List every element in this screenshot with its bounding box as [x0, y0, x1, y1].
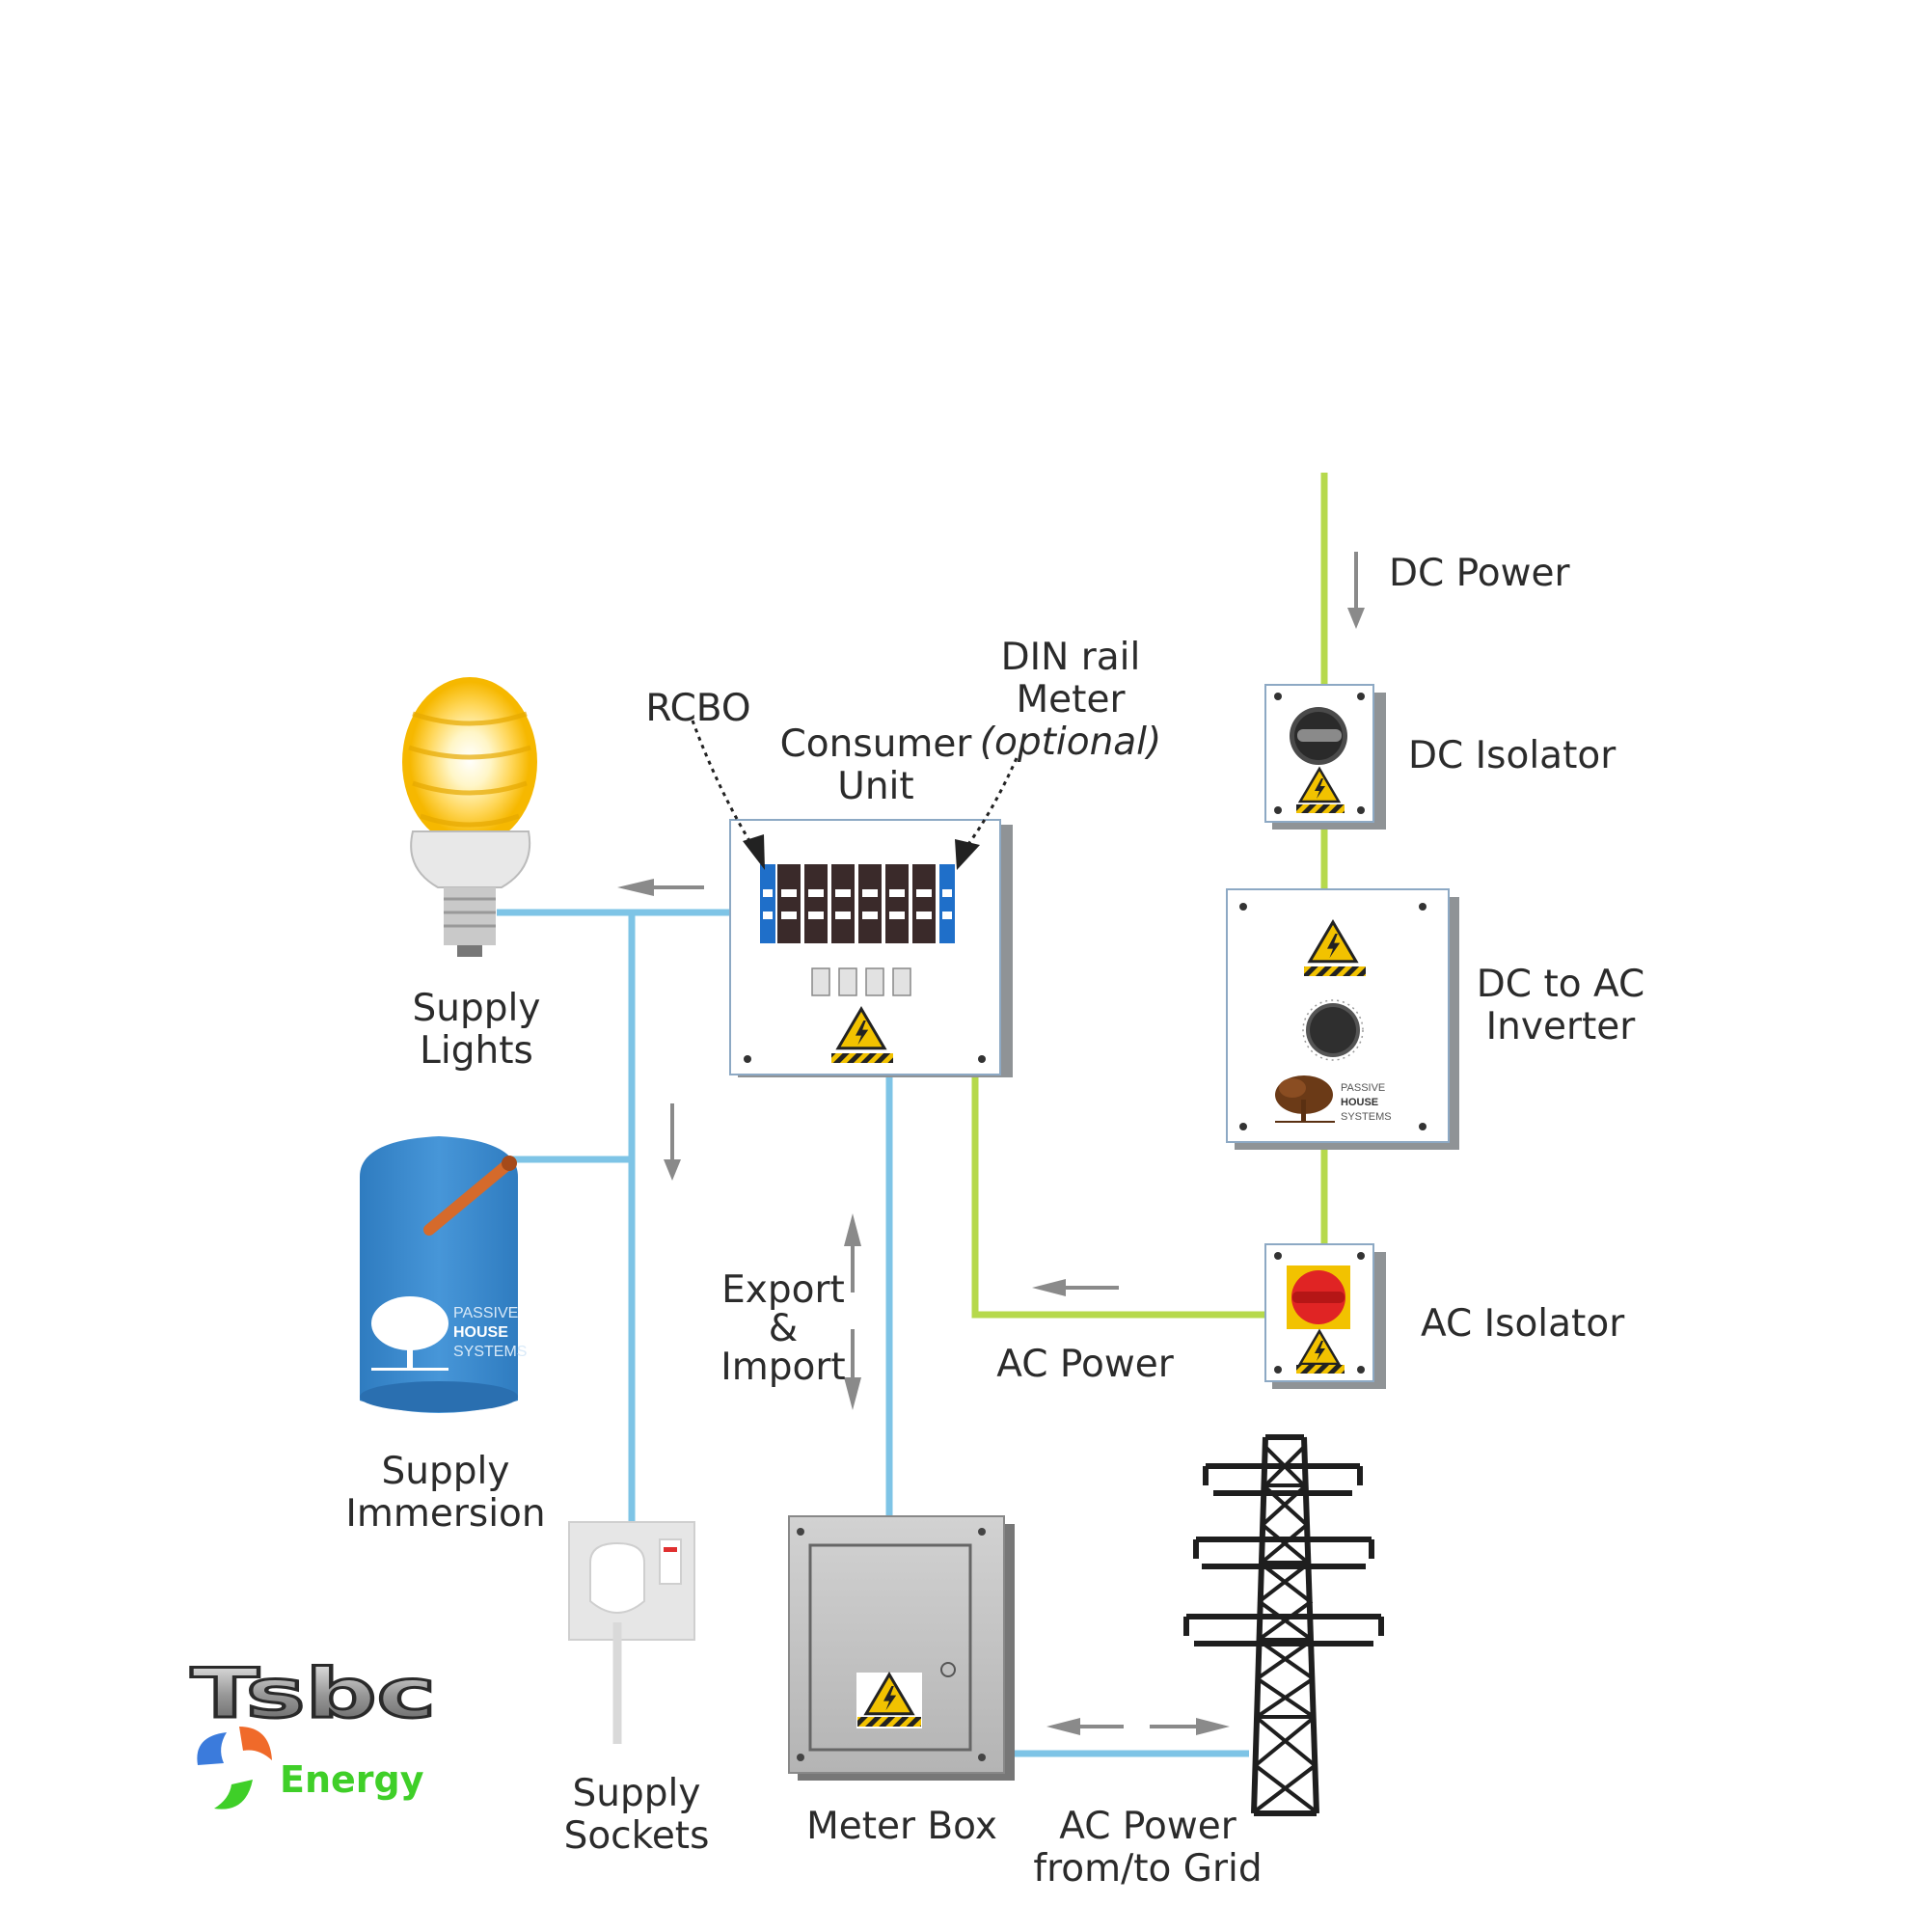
wall-socket-icon — [568, 1521, 695, 1744]
inverter-label-line-1: DC to AC — [1477, 963, 1644, 1006]
electricity-pylon-icon — [1183, 1434, 1384, 1816]
din-meter-label-line-1: DIN rail — [1001, 636, 1141, 679]
din-meter-label-line-3: (optional) — [980, 721, 1162, 764]
dc-power-label: DC Power — [1389, 552, 1571, 595]
recycle-swirl-icon — [197, 1727, 272, 1810]
tank-brand-line-1: PASSIVE — [453, 1305, 518, 1321]
tank-brand-line-2: HOUSE — [453, 1324, 508, 1341]
ac-isolator — [1264, 1243, 1386, 1389]
din-meter-callout — [955, 757, 1019, 870]
distribution-flow-arrow — [662, 1102, 683, 1183]
inverter-label-line-2: Inverter — [1486, 1005, 1637, 1048]
consumer-unit — [729, 819, 1013, 1077]
din-meter-label-line-2: Meter — [1017, 678, 1127, 721]
tank-brand-line-3: SYSTEMS — [453, 1344, 527, 1360]
dc-isolator — [1264, 684, 1386, 830]
tsbc-energy-logo: Tsbc Energy — [190, 1653, 438, 1810]
meter-box — [788, 1515, 1015, 1781]
tree-logo-icon — [1275, 1075, 1335, 1123]
ac-power-flow-arrow — [1032, 1279, 1119, 1296]
inverter-brand-line-1: PASSIVE — [1341, 1082, 1385, 1094]
grid-label-line-1: AC Power — [1059, 1805, 1237, 1848]
consumer-unit-label-line-1: Consumer — [780, 722, 973, 766]
ac-isolator-label: AC Isolator — [1421, 1302, 1625, 1346]
sockets-label-line-2: Sockets — [564, 1814, 710, 1858]
export-import-label-line-1: Export — [721, 1268, 845, 1312]
switch-row — [811, 967, 911, 996]
consumer-unit-label-line-2: Unit — [837, 765, 913, 808]
ac-output-wire — [971, 1075, 1328, 1319]
logo-wordmark: Tsbc — [191, 1654, 436, 1733]
grid-flow-arrows — [1046, 1718, 1230, 1735]
ac-distribution-wires — [497, 909, 1249, 1757]
dc-flow-arrow — [1345, 550, 1367, 631]
dc-to-ac-inverter: PASSIVE HOUSE SYSTEMS — [1226, 888, 1459, 1150]
export-import-label-line-3: Import — [720, 1346, 845, 1389]
tree-logo-icon — [371, 1296, 448, 1371]
dc-isolator-label: DC Isolator — [1408, 734, 1617, 777]
inverter-brand-line-2: HOUSE — [1341, 1097, 1378, 1108]
sockets-label-line-1: Supply — [573, 1772, 701, 1815]
rcbo-label: RCBO — [645, 687, 750, 730]
inverter-brand-line-3: SYSTEMS — [1341, 1111, 1392, 1123]
immersion-label-line-2: Immersion — [345, 1492, 545, 1536]
immersion-tank-icon: PASSIVE HOUSE SYSTEMS — [360, 1136, 527, 1413]
breaker-row — [760, 864, 955, 943]
ac-power-label: AC Power — [996, 1343, 1175, 1386]
lights-label-line-2: Lights — [420, 1029, 533, 1073]
export-import-label-line-2: & — [769, 1307, 798, 1350]
light-bulb-icon — [402, 677, 537, 957]
rcbo-callout — [691, 720, 765, 870]
lights-flow-arrow — [617, 879, 704, 896]
grid-label-line-2: from/to Grid — [1033, 1847, 1262, 1891]
immersion-label-line-1: Supply — [382, 1450, 510, 1493]
meter-box-label: Meter Box — [806, 1805, 997, 1848]
export-import-arrows — [844, 1213, 861, 1410]
logo-subtitle: Energy — [280, 1758, 424, 1801]
lights-label-line-1: Supply — [413, 987, 541, 1030]
